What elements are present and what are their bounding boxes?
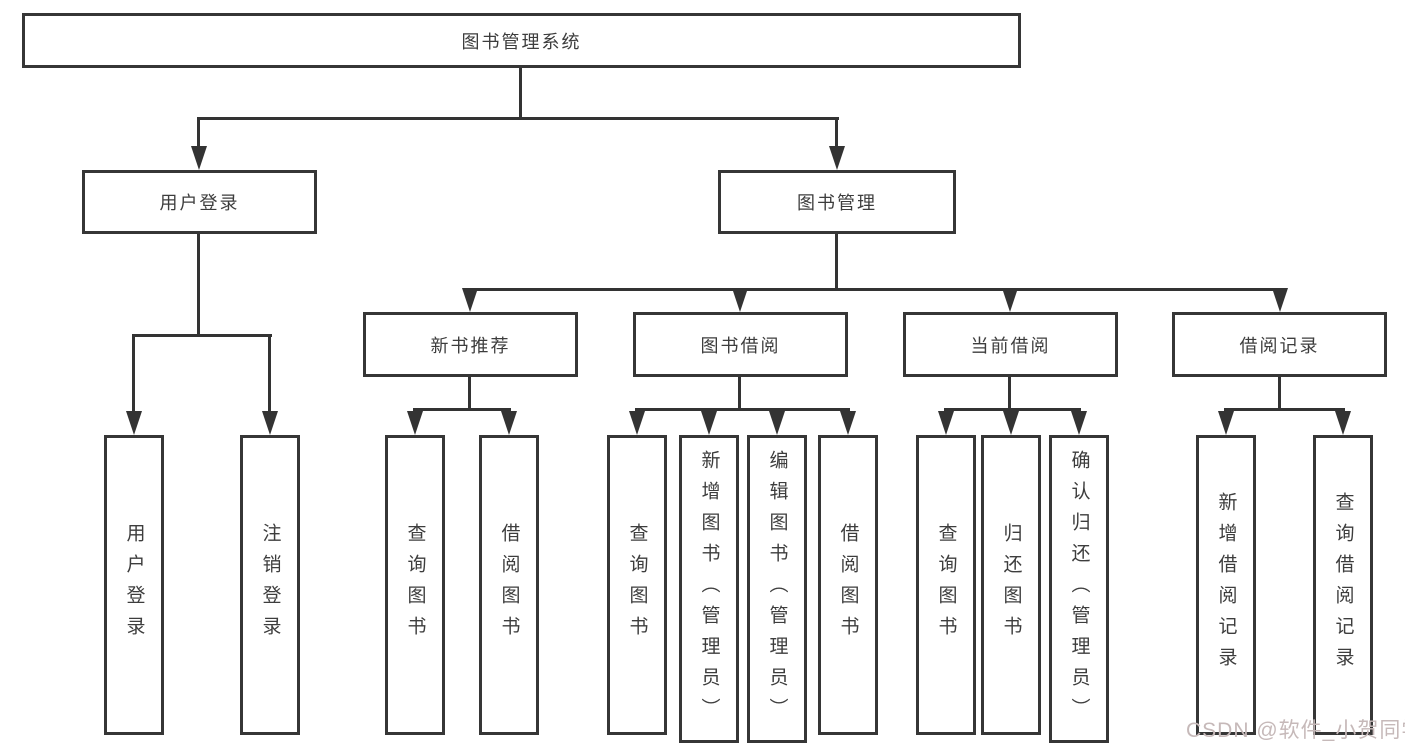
- arrow-down-icon: [829, 146, 845, 170]
- node-new-book-recommend-label: 新书推荐: [430, 335, 511, 356]
- connector-borrow-records-stem: [1278, 377, 1281, 411]
- node-user-login-label: 用户登录: [159, 193, 240, 213]
- node-current-borrowing-label: 当前借阅: [970, 335, 1051, 356]
- leaf-edit-book-admin-label: 编辑图书（管理员）: [766, 449, 788, 729]
- leaf-edit-book-admin: 编辑图书（管理员）: [747, 435, 807, 743]
- leaf-user-login: 用户登录: [104, 435, 164, 735]
- node-borrow-records: 借阅记录: [1172, 312, 1387, 377]
- arrow-down-icon: [462, 288, 478, 312]
- node-library-system-label: 图书管理系统: [461, 31, 582, 52]
- arrow-down-icon: [769, 411, 785, 435]
- arrow-down-icon: [1335, 411, 1351, 435]
- connector-drop-leaf: [268, 334, 271, 411]
- leaf-query-books-borrowing-label: 查询图书: [626, 523, 648, 647]
- arrow-down-icon: [701, 411, 717, 435]
- leaf-query-books-current-label: 查询图书: [935, 523, 957, 647]
- leaf-add-borrow-record-label: 新增借阅记录: [1215, 492, 1237, 678]
- leaf-return-book: 归还图书: [981, 435, 1041, 735]
- leaf-confirm-return-admin: 确认归还（管理员）: [1049, 435, 1109, 743]
- leaf-confirm-return-admin-label: 确认归还（管理员）: [1068, 449, 1090, 729]
- arrow-down-icon: [126, 411, 142, 435]
- leaf-add-book-admin: 新增图书（管理员）: [679, 435, 739, 743]
- leaf-logout: 注销登录: [240, 435, 300, 735]
- leaf-query-borrow-record: 查询借阅记录: [1313, 435, 1373, 735]
- connector-user-login-bus: [132, 334, 272, 337]
- leaf-query-borrow-record-label: 查询借阅记录: [1332, 492, 1354, 678]
- leaf-query-books-recommend: 查询图书: [385, 435, 445, 735]
- leaf-query-books-recommend-label: 查询图书: [404, 523, 426, 647]
- arrow-down-icon: [501, 411, 517, 435]
- connector-user-login-stem: [197, 234, 200, 337]
- connector-new-book-bus: [413, 408, 511, 411]
- leaf-logout-label: 注销登录: [259, 523, 281, 647]
- node-current-borrowing: 当前借阅: [903, 312, 1118, 377]
- connector-borrow-records-bus: [1224, 408, 1345, 411]
- leaf-add-book-admin-label: 新增图书（管理员）: [698, 449, 720, 729]
- node-book-borrowing-label: 图书借阅: [700, 335, 781, 356]
- leaf-borrow-books-borrowing: 借阅图书: [818, 435, 878, 735]
- connector-new-book-stem: [468, 377, 471, 411]
- connector-book-borrowing-bus: [635, 408, 850, 411]
- node-book-management: 图书管理: [718, 170, 956, 234]
- arrow-down-icon: [1003, 411, 1019, 435]
- leaf-return-book-label: 归还图书: [1000, 523, 1022, 647]
- leaf-add-borrow-record: 新增借阅记录: [1196, 435, 1256, 735]
- node-user-login: 用户登录: [82, 170, 317, 234]
- leaf-borrow-books-borrowing-label: 借阅图书: [837, 523, 859, 647]
- arrow-down-icon: [1218, 411, 1234, 435]
- arrow-down-icon: [938, 411, 954, 435]
- connector-drop-leaf: [132, 334, 135, 411]
- arrow-down-icon: [262, 411, 278, 435]
- leaf-borrow-books-recommend-label: 借阅图书: [498, 523, 520, 647]
- leaf-query-books-current: 查询图书: [916, 435, 976, 735]
- arrow-down-icon: [840, 411, 856, 435]
- node-new-book-recommend: 新书推荐: [363, 312, 578, 377]
- arrow-down-icon: [732, 288, 748, 312]
- node-borrow-records-label: 借阅记录: [1239, 335, 1320, 356]
- leaf-borrow-books-recommend: 借阅图书: [479, 435, 539, 735]
- leaf-user-login-label: 用户登录: [123, 523, 145, 647]
- arrow-down-icon: [191, 146, 207, 170]
- connector-drop-user-login: [197, 117, 200, 146]
- arrow-down-icon: [407, 411, 423, 435]
- connector-root-bus: [197, 117, 839, 120]
- connector-current-borrowing-bus: [944, 408, 1081, 411]
- arrow-down-icon: [1002, 288, 1018, 312]
- arrow-down-icon: [629, 411, 645, 435]
- connector-book-management-stem: [835, 234, 838, 291]
- node-library-system: 图书管理系统: [22, 13, 1021, 68]
- connector-root-stem: [519, 68, 522, 120]
- arrow-down-icon: [1272, 288, 1288, 312]
- connector-level2-bus: [468, 288, 1282, 291]
- connector-current-borrowing-stem: [1008, 377, 1011, 411]
- connector-drop-book-management: [835, 117, 838, 146]
- arrow-down-icon: [1071, 411, 1087, 435]
- node-book-borrowing: 图书借阅: [633, 312, 848, 377]
- leaf-query-books-borrowing: 查询图书: [607, 435, 667, 735]
- connector-book-borrowing-stem: [738, 377, 741, 411]
- csdn-watermark: CSDN @软件_小贺同学: [1186, 719, 1405, 742]
- node-book-management-label: 图书管理: [797, 193, 877, 213]
